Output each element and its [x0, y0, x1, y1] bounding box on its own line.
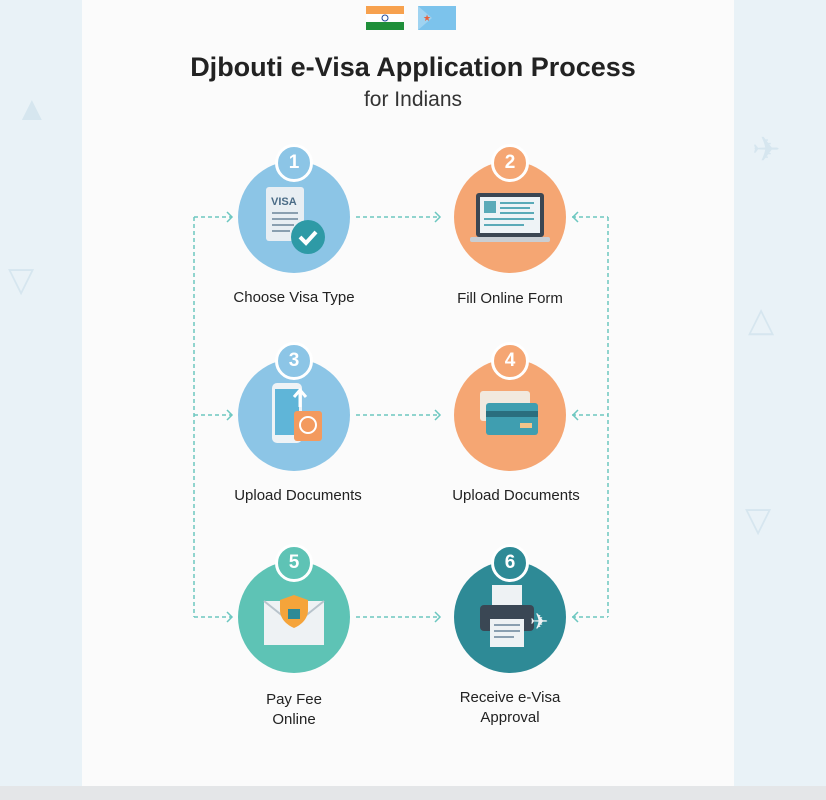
- printer-plane-icon: ✈: [480, 585, 548, 647]
- triangle-decoration: △: [748, 301, 775, 339]
- phone-upload-passport-icon: [272, 383, 322, 443]
- step-4-label: Upload Documents: [452, 487, 580, 504]
- step-3-label: Upload Documents: [234, 487, 362, 504]
- svg-text:✈: ✈: [530, 609, 548, 634]
- credit-card-icon: [480, 391, 538, 435]
- step-6-label: Receive e-Visa Approval: [459, 689, 561, 726]
- step-4-badge: 4: [491, 342, 529, 380]
- djibouti-flag: ★: [418, 6, 456, 30]
- step-1-label: Choose Visa Type: [233, 289, 355, 306]
- india-flag: [366, 6, 404, 30]
- triangle-decoration: ▲: [15, 90, 49, 128]
- page-subtitle: for Indians: [363, 88, 463, 111]
- triangle-decoration: ▽: [745, 501, 772, 539]
- svg-text:VISA: VISA: [271, 196, 297, 208]
- step-2-label: Fill Online Form: [457, 290, 563, 307]
- step-5-label: Pay Fee Online: [266, 691, 322, 728]
- triangle-decoration: ▽: [8, 261, 35, 299]
- step-3-circle: [238, 359, 350, 471]
- laptop-form-icon: [470, 193, 550, 242]
- step-5-badge: 5: [275, 544, 313, 582]
- step-1-badge: 1: [275, 144, 313, 182]
- step-2-badge: 2: [491, 144, 529, 182]
- infographic-card: [82, 0, 734, 786]
- step-3-badge: 3: [275, 342, 313, 380]
- visa-document-check-icon: VISA: [266, 187, 325, 254]
- step-4-circle: [454, 359, 566, 471]
- step-6-badge: 6: [491, 544, 529, 582]
- plane-decoration: ✈: [752, 131, 781, 169]
- bottom-bar: [0, 786, 826, 800]
- svg-text:★: ★: [423, 13, 431, 23]
- step-2-circle: [454, 161, 566, 273]
- secure-envelope-icon: [263, 595, 325, 645]
- page-title: Djbouti e-Visa Application Process: [190, 52, 636, 82]
